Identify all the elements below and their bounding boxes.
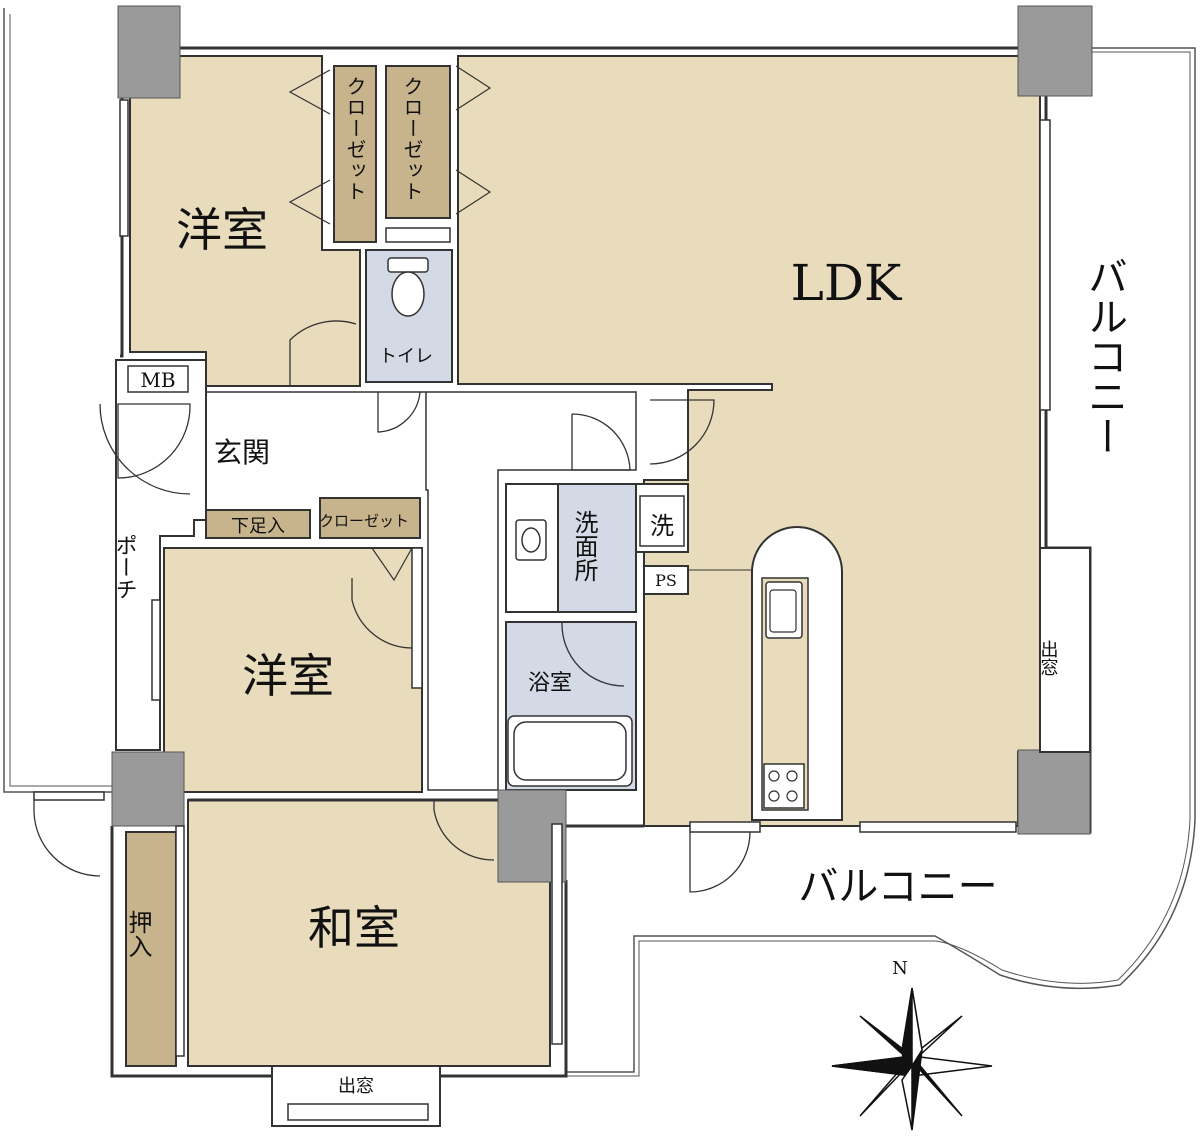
stove — [763, 763, 805, 809]
label-closet-3: クローゼット — [319, 512, 409, 530]
door-swings — [33, 320, 751, 893]
ps-area — [643, 565, 689, 595]
closet-1 — [333, 65, 377, 243]
label-mb: MB — [140, 368, 175, 392]
oshiire — [125, 831, 177, 1067]
room-washroom — [557, 483, 637, 613]
label-balcony-right: バルコニー — [1081, 256, 1127, 456]
fixtures — [387, 257, 685, 787]
closet-2 — [385, 65, 451, 219]
closet-door-symbols — [288, 65, 492, 582]
label-bay-window-right: 出窓 — [1038, 640, 1059, 676]
rooms — [129, 55, 1041, 1067]
label-ps: PS — [655, 571, 677, 590]
label-ldk: LDK — [791, 254, 903, 312]
closet-3 — [319, 497, 421, 539]
kitchen-sink — [765, 581, 803, 639]
windows — [33, 99, 1091, 1057]
label-compass-north: N — [892, 958, 908, 979]
label-porch: ポーチ — [112, 534, 137, 600]
mb-box — [127, 365, 189, 393]
label-entrance: 玄関 — [214, 436, 270, 469]
toilet-bowl — [391, 271, 425, 317]
closet-shelf — [385, 227, 451, 243]
storage — [125, 65, 451, 1067]
label-washer: 洗 — [650, 512, 674, 540]
washer-pan — [639, 495, 685, 547]
shoe-storage — [205, 509, 311, 539]
label-closet-1: クローゼット — [343, 76, 367, 202]
label-western-room-mid: 洋室 — [242, 649, 334, 703]
label-japanese-room: 和室 — [308, 901, 400, 955]
compass-icon — [831, 987, 993, 1131]
label-closet-2: クローゼット — [400, 76, 424, 202]
label-washroom: 洗面所 — [570, 510, 598, 582]
label-oshiire: 押入 — [124, 910, 152, 958]
label-shoe-storage: 下足入 — [231, 516, 285, 537]
wash-basin — [515, 519, 547, 561]
label-balcony-bottom: バルコニー — [798, 864, 997, 910]
toilet-tank — [387, 257, 429, 273]
bay-window-bottom — [271, 1065, 441, 1127]
balcony-outlines — [3, 8, 1196, 1077]
bay-window-right — [1039, 547, 1091, 753]
label-western-room-top: 洋室 — [176, 203, 268, 257]
label-toilet: トイレ — [379, 346, 433, 367]
label-bathroom: 浴室 — [528, 671, 572, 696]
bathtub — [507, 715, 633, 787]
label-bay-window-bottom: 出窓 — [338, 1076, 374, 1097]
room-western-top — [129, 55, 361, 387]
kitchen-peninsula — [751, 526, 843, 821]
